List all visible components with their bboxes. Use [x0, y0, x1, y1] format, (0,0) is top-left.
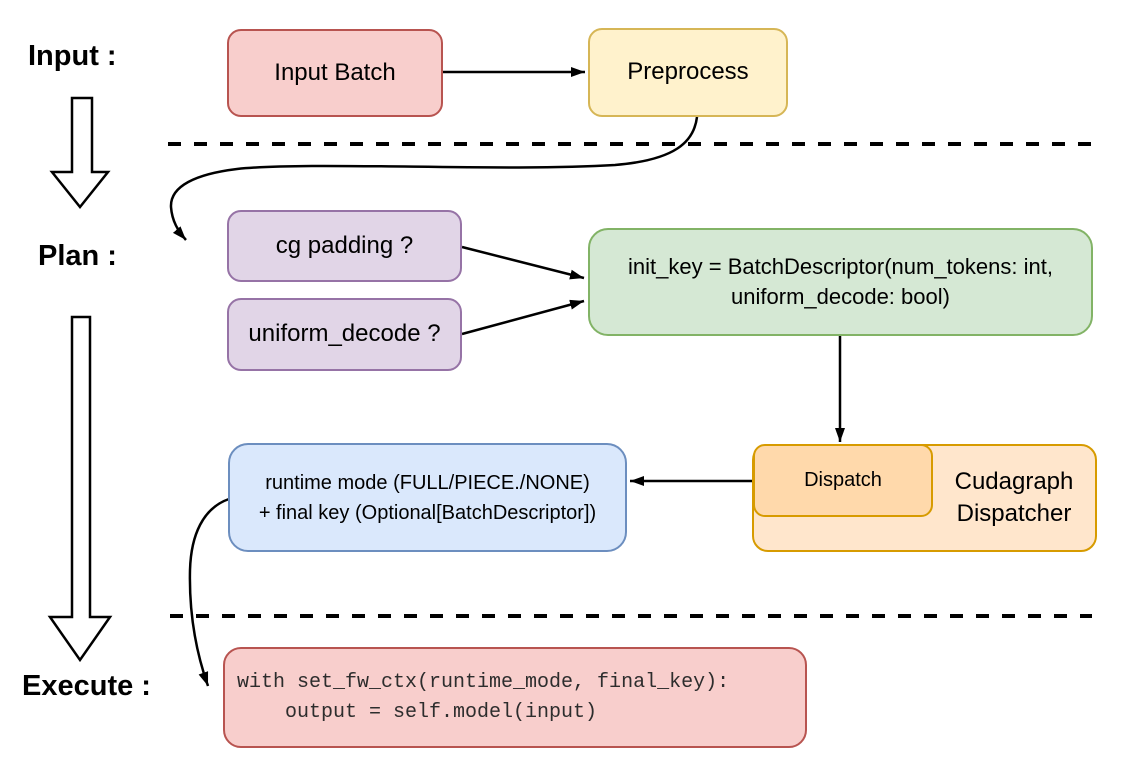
- node-dispatch: Dispatch: [753, 444, 933, 517]
- node-init-key-line2: uniform_decode: bool): [731, 284, 950, 309]
- node-runtime-mode-line1: runtime mode (FULL/PIECE./NONE): [265, 471, 590, 494]
- node-uniform-decode-label: uniform_decode ?: [248, 320, 441, 348]
- edge-cg-padding-to-init-key: [461, 245, 585, 280]
- flow-arrow-plan-to-execute-icon: [47, 315, 113, 663]
- node-runtime-mode-line2: + final key (Optional[BatchDescriptor]): [258, 501, 597, 524]
- section-label-execute: Execute :: [22, 670, 151, 702]
- cudagraph-label-line1: Cudagraph: [954, 468, 1074, 495]
- execute-code-line1: with set_fw_ctx(runtime_mode, final_key)…: [237, 670, 730, 694]
- node-dispatch-label: Dispatch: [804, 469, 882, 491]
- edge-uniform-decode-to-init-key: [461, 299, 585, 336]
- node-input-batch: Input Batch: [227, 29, 443, 117]
- node-preprocess-label: Preprocess: [627, 58, 749, 86]
- node-init-key: init_key = BatchDescriptor(num_tokens: i…: [588, 228, 1093, 336]
- node-cudagraph-dispatcher-label: Cudagraph Dispatcher: [933, 466, 1095, 530]
- cudagraph-label-line2: Dispatcher: [956, 500, 1072, 527]
- node-execute-code: with set_fw_ctx(runtime_mode, final_key)…: [223, 647, 807, 748]
- node-preprocess: Preprocess: [588, 28, 788, 117]
- execute-code-line2: output = self.model(input): [237, 700, 598, 724]
- node-uniform-decode: uniform_decode ?: [227, 298, 462, 371]
- section-label-plan: Plan :: [38, 240, 117, 272]
- node-init-key-line1: init_key = BatchDescriptor(num_tokens: i…: [628, 254, 1053, 279]
- flow-arrow-input-to-plan-icon: [49, 96, 111, 210]
- node-cg-padding-label: cg padding ?: [275, 231, 414, 259]
- node-runtime-mode: runtime mode (FULL/PIECE./NONE) + final …: [228, 443, 627, 552]
- section-label-input: Input :: [28, 40, 117, 72]
- node-cg-padding: cg padding ?: [227, 210, 462, 282]
- node-input-batch-label: Input Batch: [274, 58, 396, 86]
